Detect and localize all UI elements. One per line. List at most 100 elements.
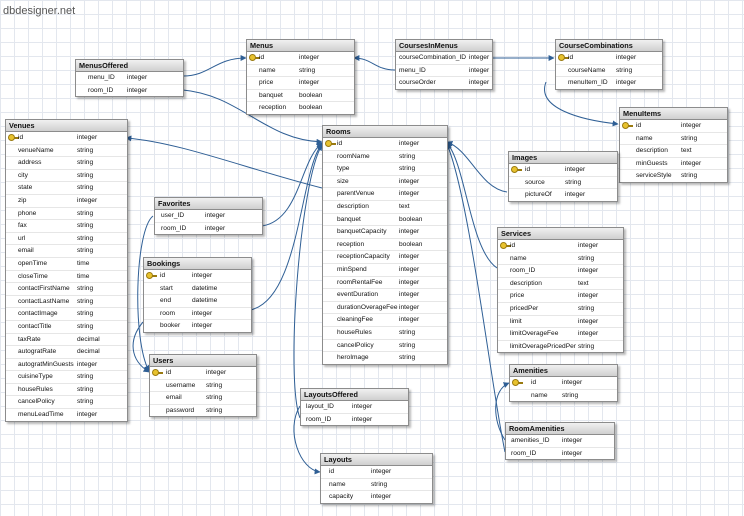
table-row[interactable]: descriptiontext (323, 201, 447, 214)
table-row[interactable]: typestring (323, 163, 447, 176)
table-row[interactable]: room_IDinteger (88, 86, 148, 94)
table-row[interactable]: venueNamestring (6, 145, 127, 158)
table-row[interactable]: addressstring (6, 157, 127, 170)
table-row[interactable]: pictureOfinteger (525, 191, 586, 199)
table-row[interactable]: namestring (321, 479, 432, 492)
table-layouts[interactable]: Layouts idinteger namestring capacityint… (320, 453, 433, 504)
table-row[interactable]: banquetboolean (247, 90, 354, 103)
table-row[interactable]: cuisineTypestring (6, 371, 127, 384)
table-row[interactable]: serviceStylestring (636, 172, 698, 180)
table-menus[interactable]: Menus idinteger namestring priceinteger … (246, 39, 355, 115)
table-row[interactable]: room_IDinteger (511, 449, 583, 457)
table-row[interactable]: amenities_IDinteger (506, 435, 614, 448)
table-row[interactable]: autogratMinGuestsinteger (6, 359, 127, 372)
table-row[interactable]: openTimetime (6, 258, 127, 271)
table-row[interactable]: banquetCapacityinteger (323, 226, 447, 239)
table-row[interactable]: receptionboolean (259, 104, 323, 112)
table-row[interactable]: taxRatedecimal (6, 334, 127, 347)
table-row[interactable]: idinteger (150, 367, 256, 380)
table-row[interactable]: zipinteger (6, 195, 127, 208)
table-row[interactable]: descriptiontext (498, 278, 623, 291)
table-row[interactable]: sizeinteger (323, 176, 447, 189)
table-row[interactable]: roomRentalFeeinteger (323, 277, 447, 290)
table-row[interactable]: descriptiontext (620, 145, 727, 158)
table-row[interactable]: room_IDinteger (306, 415, 373, 423)
table-row[interactable]: menuItem_IDinteger (568, 79, 637, 87)
table-row[interactable]: namestring (498, 253, 623, 266)
table-row[interactable]: layout_IDinteger (301, 401, 408, 414)
table-row[interactable]: contactImagestring (6, 308, 127, 321)
table-row[interactable]: idinteger (498, 240, 623, 253)
table-row[interactable]: capacityinteger (329, 493, 392, 501)
table-users[interactable]: Users idinteger usernamestring emailstri… (149, 354, 257, 418)
table-images[interactable]: Images idinteger sourcestring pictureOfi… (508, 151, 618, 202)
table-row[interactable]: roomNamestring (323, 151, 447, 164)
table-roomamenities[interactable]: RoomAmenities amenities_IDinteger room_I… (505, 422, 615, 461)
table-favorites[interactable]: Favorites user_IDinteger room_IDinteger (154, 197, 263, 236)
table-row[interactable]: pricedPerstring (498, 303, 623, 316)
table-row[interactable]: room_IDinteger (161, 224, 226, 232)
table-row[interactable]: emailstring (6, 245, 127, 258)
table-row[interactable]: courseNamestring (556, 65, 662, 78)
table-amenities[interactable]: Amenities idinteger namestring (509, 364, 618, 403)
table-row[interactable]: houseRulesstring (323, 327, 447, 340)
table-row[interactable]: receptionboolean (323, 239, 447, 252)
table-row[interactable]: namestring (247, 65, 354, 78)
table-row[interactable]: heroImagestring (337, 354, 416, 362)
table-coursesinmenus[interactable]: CoursesInMenus courseCombination_IDinteg… (395, 39, 493, 90)
table-row[interactable]: urlstring (6, 233, 127, 246)
table-row[interactable]: minGuestsinteger (620, 158, 727, 171)
table-row[interactable]: menuLeadTimeinteger (18, 411, 98, 419)
table-row[interactable]: idinteger (321, 466, 432, 479)
table-row[interactable]: phonestring (6, 208, 127, 221)
table-row[interactable]: parentVenueinteger (323, 188, 447, 201)
table-row[interactable]: sourcestring (509, 177, 617, 190)
table-row[interactable]: idinteger (247, 52, 354, 65)
table-menusoffered[interactable]: MenusOffered menu_IDinteger room_IDinteg… (75, 59, 184, 98)
table-row[interactable]: courseCombination_IDinteger (396, 52, 492, 65)
table-row[interactable]: idinteger (144, 270, 251, 283)
table-row[interactable]: idinteger (510, 377, 617, 390)
table-row[interactable]: limitinteger (498, 316, 623, 329)
table-row[interactable]: limitOveragePricedPerstring (510, 342, 595, 350)
table-row[interactable]: eventDurationinteger (323, 289, 447, 302)
table-row[interactable]: closeTimetime (6, 271, 127, 284)
table-rooms[interactable]: Rooms idinteger roomNamestring typestrin… (322, 125, 448, 365)
table-row[interactable]: cleaningFeeinteger (323, 314, 447, 327)
table-row[interactable]: idinteger (556, 52, 662, 65)
table-venues[interactable]: Venues idinteger venueNamestring address… (5, 119, 128, 422)
table-row[interactable]: durationOverageFeeinteger (323, 302, 447, 315)
table-row[interactable]: idinteger (323, 138, 447, 151)
table-row[interactable]: namestring (531, 391, 579, 399)
table-bookings[interactable]: Bookings idinteger startdatetime enddate… (143, 257, 252, 333)
table-row[interactable]: limitOverageFeeinteger (498, 328, 623, 341)
table-row[interactable]: contactTitlestring (6, 321, 127, 334)
table-menuitems[interactable]: MenuItems idinteger namestring descripti… (619, 107, 728, 183)
table-row[interactable]: enddatetime (144, 295, 251, 308)
table-row[interactable]: emailstring (150, 392, 256, 405)
table-row[interactable]: houseRulesstring (6, 384, 127, 397)
table-row[interactable]: user_IDinteger (155, 210, 262, 223)
table-row[interactable]: statestring (6, 182, 127, 195)
table-row[interactable]: idinteger (509, 164, 617, 177)
table-layoutsoffered[interactable]: LayoutsOffered layout_IDinteger room_IDi… (300, 388, 409, 427)
table-row[interactable]: receptionCapacityinteger (323, 251, 447, 264)
table-row[interactable]: cancelPolicystring (323, 340, 447, 353)
table-row[interactable]: minSpendinteger (323, 264, 447, 277)
table-row[interactable]: contactLastNamestring (6, 296, 127, 309)
table-row[interactable]: usernamestring (150, 380, 256, 393)
table-row[interactable]: passwordstring (166, 406, 223, 414)
table-row[interactable]: room_IDinteger (498, 265, 623, 278)
table-row[interactable]: namestring (620, 133, 727, 146)
table-row[interactable]: menu_IDinteger (76, 72, 183, 85)
table-coursecombinations[interactable]: CourseCombinations idinteger courseNames… (555, 39, 663, 90)
table-row[interactable]: idinteger (6, 132, 127, 145)
table-row[interactable]: citystring (6, 170, 127, 183)
table-row[interactable]: autogratRatedecimal (6, 346, 127, 359)
table-row[interactable]: cancelPolicystring (6, 396, 127, 410)
table-row[interactable]: menu_IDinteger (396, 65, 492, 78)
table-row[interactable]: startdatetime (144, 283, 251, 296)
table-row[interactable]: idinteger (620, 120, 727, 133)
table-row[interactable]: priceinteger (498, 290, 623, 303)
table-row[interactable]: roominteger (144, 308, 251, 321)
